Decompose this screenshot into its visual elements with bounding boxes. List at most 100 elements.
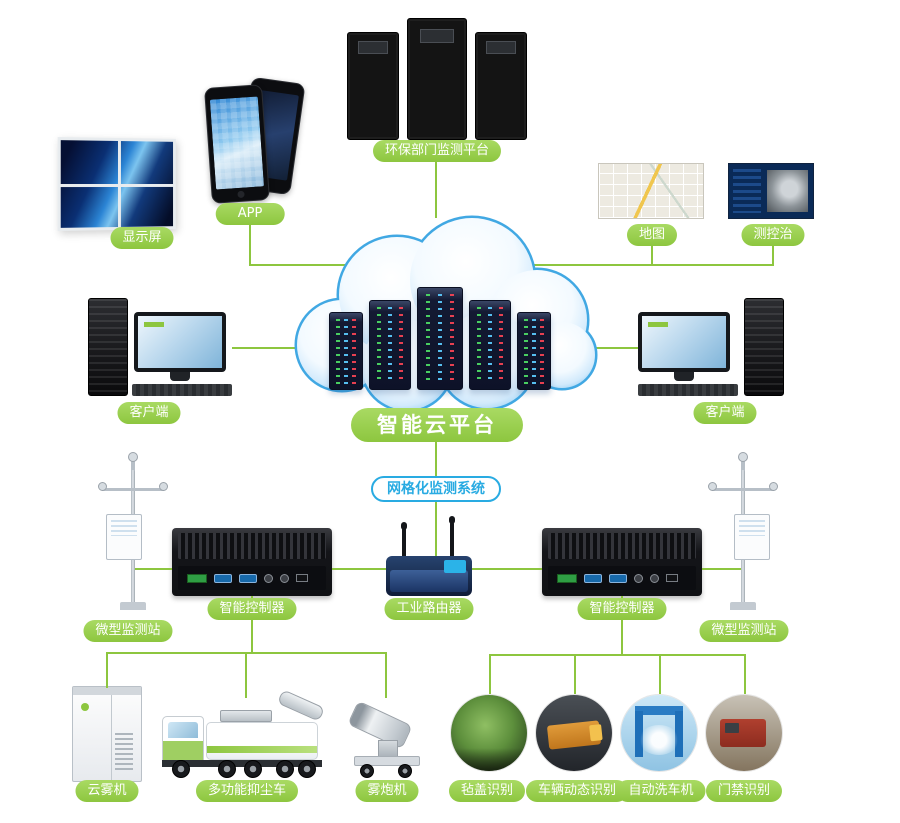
controller-heatsink xyxy=(178,533,326,559)
dashboard-list xyxy=(733,169,761,213)
connector-drop-fogmachine xyxy=(106,652,108,688)
keyboard-icon xyxy=(132,384,232,396)
label-car-washer: 自动洗车机 xyxy=(616,780,706,802)
label-fog-machine: 云雾机 xyxy=(75,780,139,802)
truck-equipment xyxy=(220,710,272,722)
smartphone-front-icon xyxy=(204,84,270,204)
router-front-panel xyxy=(390,570,468,592)
cloud-server-icon xyxy=(329,312,363,390)
monitor-stand xyxy=(170,372,190,381)
label-measure-control: 测控治 xyxy=(741,224,805,246)
keyboard-icon xyxy=(638,384,738,396)
label-access-recognition: 门禁识别 xyxy=(705,780,783,802)
dashboard-image xyxy=(767,170,808,212)
station-base xyxy=(730,602,756,610)
video-wall-screens xyxy=(60,140,174,228)
cabinet-top xyxy=(73,687,141,695)
anemometer-icon xyxy=(98,482,107,491)
truck-tank-body xyxy=(206,722,318,760)
station-mast-tip xyxy=(131,456,135,472)
gate-truck-shape xyxy=(720,719,766,747)
vehicle-photo xyxy=(536,695,612,771)
truck-spray-cannon xyxy=(276,689,326,722)
wash-gantry-left xyxy=(635,711,643,757)
station-crossarm xyxy=(712,488,774,491)
connector-cloud-right-h xyxy=(532,264,774,266)
map-thumbnail-icon xyxy=(598,163,704,219)
label-client-right: 客户端 xyxy=(693,402,757,424)
label-cloud-platform: 智能云平台 xyxy=(351,408,523,442)
smartphones-icon xyxy=(204,76,306,204)
access-gate-photo xyxy=(706,695,782,771)
connector-client-left xyxy=(232,347,297,349)
label-controller-left: 智能控制器 xyxy=(207,598,297,620)
cloud-fog-machine-icon xyxy=(72,686,142,782)
connector-server-cloud xyxy=(435,162,437,218)
cloud-server-icon xyxy=(417,287,463,390)
cabinet-door-line xyxy=(111,695,112,781)
cloud-platform-icon xyxy=(272,205,602,415)
station-sensor-box xyxy=(106,514,142,560)
truck-window xyxy=(168,722,198,738)
connector-grid-router xyxy=(435,502,437,558)
label-env-platform: 环保部门监测平台 xyxy=(372,140,502,162)
connector-cloud-grid xyxy=(435,442,437,476)
wind-vane-icon xyxy=(769,482,778,491)
label-felt-recognition: 毡盖识别 xyxy=(448,780,526,802)
wheel-icon xyxy=(276,760,294,778)
fog-cannon-icon xyxy=(342,696,434,782)
connector-dashboard-stub xyxy=(772,246,774,266)
monitor-screen xyxy=(642,316,726,368)
label-client-left: 客户端 xyxy=(117,402,181,424)
felt-cover-photo xyxy=(451,695,527,771)
vga-port-icon xyxy=(239,573,257,583)
monitor-stand xyxy=(674,372,694,381)
station-sensor-ball xyxy=(738,452,748,462)
terminal-port-icon xyxy=(187,573,207,583)
connector-ctrlL-down xyxy=(251,596,253,654)
connector-drop-gate xyxy=(744,654,746,694)
connector-app-cloud xyxy=(249,264,348,266)
router-logo xyxy=(444,560,466,573)
monitor-icon xyxy=(134,312,226,372)
monitor-icon xyxy=(638,312,730,372)
controller-heatsink xyxy=(548,533,696,559)
station-crossarm xyxy=(102,488,164,491)
cloud-server-icon xyxy=(469,300,511,390)
connector-right-bus xyxy=(489,654,746,656)
server-tower-icon xyxy=(475,32,527,140)
smart-controller-left-icon xyxy=(172,528,332,596)
dashboard-thumbnail-icon xyxy=(728,163,814,219)
wheel-icon xyxy=(172,760,190,778)
server-tower-icon xyxy=(407,18,467,140)
router-antenna-icon xyxy=(449,516,455,558)
connector-client-right xyxy=(594,347,640,349)
connector-ctrlR-down xyxy=(621,596,623,656)
industrial-router-icon xyxy=(386,516,472,596)
connector-stationL-ctrlL xyxy=(133,568,172,570)
monitoring-station-left-icon xyxy=(92,452,174,622)
label-fog-cannon: 雾炮机 xyxy=(355,780,419,802)
connector-drop-cannon xyxy=(385,652,387,698)
wheel-icon xyxy=(298,760,316,778)
label-station-left: 微型监测站 xyxy=(83,620,173,642)
label-vehicle-recognition: 车辆动态识别 xyxy=(525,780,629,802)
round-port-icon xyxy=(264,573,273,583)
controller-ports xyxy=(548,566,696,590)
label-app: APP xyxy=(215,203,285,225)
car-washer-photo xyxy=(621,695,697,771)
station-sensor-ball xyxy=(128,452,138,462)
label-map: 地图 xyxy=(626,224,678,246)
pc-tower-icon xyxy=(744,298,784,396)
desktop-client-right-icon xyxy=(638,296,784,402)
wheel-icon xyxy=(244,760,262,778)
cloud-server-icon xyxy=(369,300,411,390)
truck-cab xyxy=(162,716,204,762)
connector-drop-washer xyxy=(659,654,661,694)
wash-gantry-right xyxy=(675,711,683,757)
connector-drop-vehicle xyxy=(574,654,576,694)
controller-ports xyxy=(178,566,326,590)
usb-port-icon xyxy=(666,574,678,582)
connector-ctrlR-stationR xyxy=(702,568,744,570)
